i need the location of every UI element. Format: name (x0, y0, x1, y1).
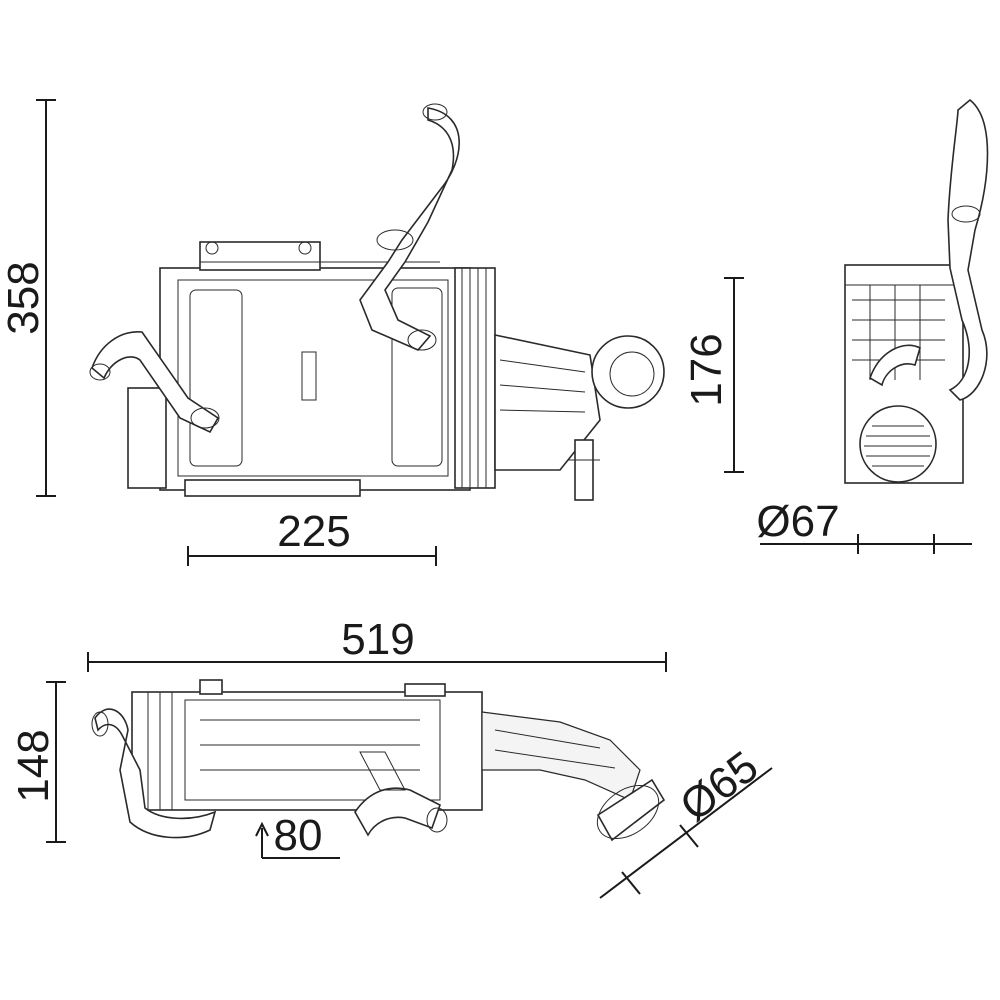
dim-label-176: 176 (682, 333, 731, 406)
dim-label-148: 148 (9, 729, 58, 802)
dim-label-65: Ø65 (671, 742, 767, 831)
top-view (91, 679, 666, 842)
dim-225: 225 (187, 507, 437, 566)
dim-176: 176 (682, 277, 744, 473)
dim-label-67: Ø67 (756, 497, 839, 546)
side-view (844, 98, 989, 484)
dim-358: 358 (0, 99, 56, 497)
dim-80: 80 (255, 811, 340, 860)
dim-label-80: 80 (274, 811, 323, 860)
dim-label-358: 358 (0, 261, 48, 334)
dim-519: 519 (87, 615, 667, 672)
dim-label-225: 225 (277, 507, 350, 556)
dim-67: Ø67 (756, 497, 972, 554)
dim-148: 148 (9, 681, 66, 843)
dim-label-519: 519 (341, 615, 414, 664)
front-view (89, 103, 665, 501)
